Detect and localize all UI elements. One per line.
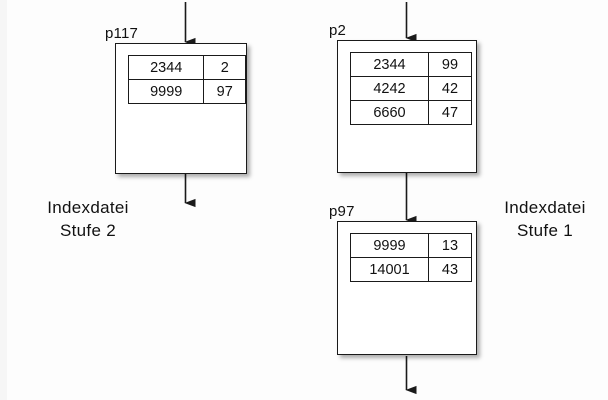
entry-pointer: 97	[203, 79, 246, 104]
page-box-p117[interactable]: 2344 2 9999 97	[115, 43, 247, 174]
entry-pointer: 42	[428, 76, 472, 101]
entry-pointer: 99	[428, 52, 472, 77]
entry-key: 9999	[350, 233, 429, 258]
table-row[interactable]: 2344 2	[127, 55, 246, 80]
caption-right: Indexdatei Stufe 1	[490, 197, 600, 243]
entry-key: 14001	[350, 257, 429, 282]
caption-right-line1: Indexdatei	[504, 198, 586, 217]
entry-pointer: 47	[428, 100, 472, 125]
table-row[interactable]: 9999 13	[350, 233, 472, 258]
entry-table-p97: 9999 13 14001 43	[350, 233, 472, 282]
page-label-p117: p117	[105, 25, 139, 42]
page-box-p2[interactable]: 2344 99 4242 42 6660 47	[337, 40, 477, 173]
caption-left-line2: Stufe 2	[60, 220, 116, 240]
entry-table-p117: 2344 2 9999 97	[127, 55, 246, 104]
entry-key: 2344	[350, 52, 429, 77]
entry-pointer: 13	[428, 233, 472, 258]
table-row[interactable]: 14001 43	[350, 257, 472, 282]
page-box-p97[interactable]: 9999 13 14001 43	[337, 221, 477, 355]
caption-left-line1: Indexdatei	[47, 198, 129, 217]
entry-pointer: 2	[203, 55, 246, 80]
caption-right-line2: Stufe 1	[517, 220, 573, 240]
table-row[interactable]: 9999 97	[127, 79, 246, 104]
left-edge-strip	[0, 0, 7, 400]
entry-key: 4242	[350, 76, 429, 101]
entry-table-p2: 2344 99 4242 42 6660 47	[350, 52, 472, 125]
page-label-p2: p2	[329, 22, 347, 39]
entry-key: 2344	[127, 55, 205, 80]
table-row[interactable]: 4242 42	[350, 76, 472, 101]
entry-pointer: 43	[428, 257, 472, 282]
table-row[interactable]: 2344 99	[350, 52, 472, 77]
entry-key: 6660	[350, 100, 429, 125]
page-label-p97: p97	[329, 203, 355, 220]
entry-key: 9999	[127, 79, 205, 104]
caption-left: Indexdatei Stufe 2	[18, 197, 158, 243]
table-row[interactable]: 6660 47	[350, 100, 472, 125]
